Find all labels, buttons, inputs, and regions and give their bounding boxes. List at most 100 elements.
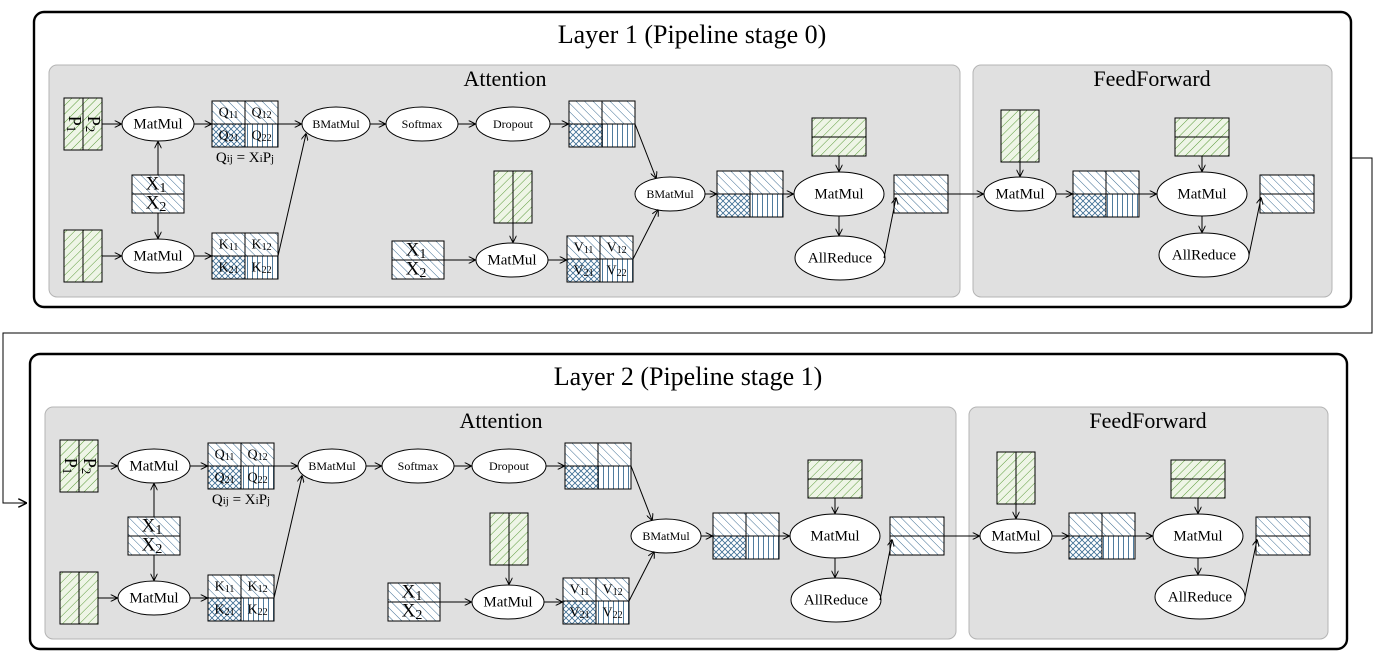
bmatmul-1-label: BMatMul <box>312 117 360 131</box>
matmul-k-label: MatMul <box>133 248 182 264</box>
input-xv-top-label: X1 <box>402 582 423 604</box>
input-xv-bottom <box>391 259 445 280</box>
edge-score-bmatmul2 <box>634 123 656 178</box>
q-grid-cell-label-2: Q21 <box>218 129 238 145</box>
ff-hidden-cell-3 <box>1105 193 1140 218</box>
v-grid-cell-label-0: V11 <box>570 583 590 599</box>
ff-output-row-bottom <box>1255 535 1311 556</box>
weight-p1-label: P1 <box>64 116 85 133</box>
ff-output-row-top <box>1259 174 1315 195</box>
allreduce-attn-label: AllReduce <box>804 592 868 608</box>
score-grid-cell-3 <box>601 123 636 148</box>
dropout-label: Dropout <box>489 459 530 473</box>
q-grid-cell-3 <box>240 465 275 490</box>
attention-title: Attention <box>459 408 542 433</box>
matmul-v-label: MatMul <box>487 252 536 268</box>
ff-matmul-2-label: MatMul <box>1177 186 1226 202</box>
ff-output-row-top <box>1255 516 1311 537</box>
weight-p2-label: P2 <box>79 458 100 475</box>
ff-output-row-bottom <box>1259 193 1315 214</box>
input-x-bottom-label: X2 <box>142 535 163 557</box>
input-x-top-label: X1 <box>142 516 163 538</box>
score-grid-cell-2 <box>568 123 603 148</box>
edge-kgrid-bmatmul <box>277 134 306 257</box>
context-grid-cell-3 <box>745 535 780 560</box>
k-grid-cell-label-2: K21 <box>214 603 234 619</box>
v-grid-cell-label-3: V22 <box>602 606 622 622</box>
weight-p1-label: P1 <box>60 458 81 475</box>
bmatmul-1-label: BMatMul <box>308 459 356 473</box>
attn-output-row-bottom <box>889 535 945 556</box>
weight-ff2-row-bottom <box>1174 136 1230 157</box>
feedforward-panel <box>972 64 1333 298</box>
input-x-bottom-label: X2 <box>146 193 167 215</box>
score-grid-cell-0 <box>564 442 599 467</box>
k-grid-cell-label-0: K11 <box>215 580 235 596</box>
edge-score-bmatmul2 <box>630 465 652 520</box>
edge-vgrid-bmatmul2 <box>628 552 654 602</box>
k-grid-cell-3 <box>244 255 279 280</box>
bmatmul-2-label: BMatMul <box>646 187 694 201</box>
weight-k-col-right <box>78 571 99 625</box>
matmul-k-label: MatMul <box>129 590 178 606</box>
softmax-label: Softmax <box>402 117 443 131</box>
feedforward-title: FeedForward <box>1089 408 1206 433</box>
v-grid-cell-label-1: V12 <box>606 241 626 257</box>
q-formula: Qij = XiPj <box>216 150 274 166</box>
context-grid-cell-2 <box>716 193 751 218</box>
allreduce-attn-node <box>790 577 882 623</box>
allreduce-attn-node <box>794 235 886 281</box>
ff-hidden-cell-2 <box>1072 193 1107 218</box>
softmax-label: Softmax <box>398 459 439 473</box>
q-grid-cell-label-1: Q12 <box>251 106 271 122</box>
edge-allreduce-attnout <box>883 198 896 259</box>
score-grid-cell-2 <box>564 465 599 490</box>
weight-k-col-left <box>63 229 84 283</box>
q-grid-cell-label-0: Q11 <box>219 106 239 122</box>
v-grid-cell-label-2: V21 <box>573 264 593 280</box>
context-grid-cell-1 <box>745 512 780 537</box>
q-grid-cell-label-0: Q11 <box>215 448 235 464</box>
weight-k-col-left <box>59 571 80 625</box>
v-grid-cell-3 <box>595 600 630 625</box>
k-grid-cell-label-3: K22 <box>247 603 267 619</box>
ff-matmul-1-label: MatMul <box>991 528 1040 544</box>
matmul-q-label: MatMul <box>133 116 182 132</box>
q-grid-cell-label-1: Q12 <box>247 448 267 464</box>
weight-o-row-bottom <box>807 478 863 499</box>
input-xv-bottom <box>387 601 441 622</box>
k-grid-cell-label-3: K22 <box>251 261 271 277</box>
edge-kgrid-bmatmul <box>273 476 302 599</box>
weight-ff2-row-top <box>1170 459 1226 480</box>
ff-matmul-1-label: MatMul <box>995 186 1044 202</box>
q-grid-cell-label-3: Q22 <box>251 129 271 145</box>
matmul-o-label: MatMul <box>810 528 859 544</box>
edge-vgrid-bmatmul2 <box>632 210 658 260</box>
input-xv-bottom-label: X2 <box>406 259 427 281</box>
attn-output-row-bottom <box>893 193 949 214</box>
stage-connector <box>2 157 1373 503</box>
dropout-label: Dropout <box>493 117 534 131</box>
weight-p2-label: P2 <box>83 116 104 133</box>
k-grid-cell-label-2: K21 <box>218 261 238 277</box>
edge-allreduce-attnout <box>879 540 892 601</box>
v-grid-cell-3 <box>599 258 634 283</box>
v-grid-cell-label-3: V22 <box>606 264 626 280</box>
q-grid-cell-label-2: Q21 <box>214 471 234 487</box>
v-grid-cell-label-2: V21 <box>569 606 589 622</box>
layer-title: Layer 1 (Pipeline stage 0) <box>558 20 827 49</box>
context-grid-cell-0 <box>712 512 747 537</box>
ff-hidden-cell-2 <box>1068 535 1103 560</box>
context-grid-cell-1 <box>749 170 784 195</box>
weight-ff1-col-right <box>1015 451 1036 505</box>
input-xv-top-label: X1 <box>406 240 427 262</box>
attn-output-row-top <box>889 516 945 537</box>
score-grid-cell-1 <box>597 442 632 467</box>
weight-ff1-col-left <box>996 451 1017 505</box>
attention-title: Attention <box>463 66 546 91</box>
k-grid-cell-label-1: K12 <box>251 238 271 254</box>
edge-allreduce-ffout <box>1244 540 1257 598</box>
ff-hidden-cell-1 <box>1105 170 1140 195</box>
weight-o-row-top <box>811 117 867 138</box>
feedforward-title: FeedForward <box>1093 66 1210 91</box>
